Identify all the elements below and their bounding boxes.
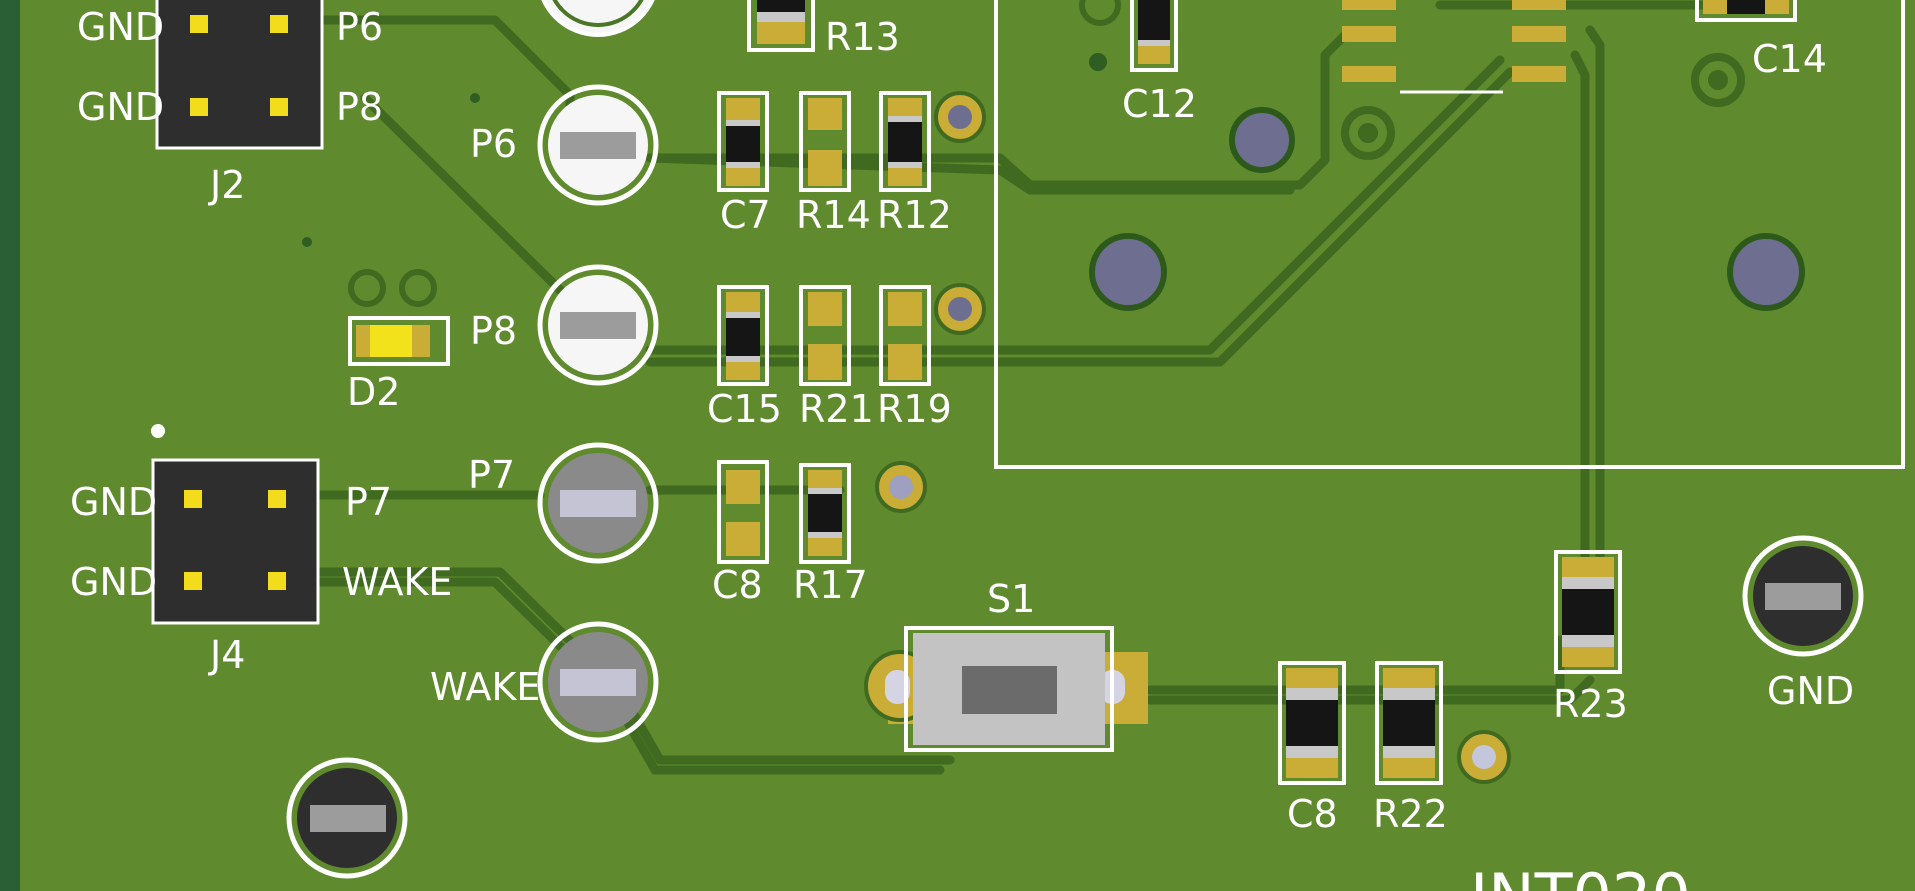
capacitor-c12: C12	[1122, 0, 1197, 126]
d2-refdes: D2	[347, 370, 400, 414]
copper-traces	[315, 0, 1715, 775]
testpoint-wake[interactable]: WAKE	[430, 621, 659, 743]
capacitor-c14: C14	[1695, 0, 1827, 81]
via-row3	[875, 461, 927, 513]
j2-p8-label: P8	[336, 85, 383, 129]
s1-refdes: S1	[987, 577, 1035, 621]
resistor-r12: R12	[877, 91, 952, 237]
c8-lower-refdes: C8	[1287, 792, 1338, 836]
j4-gnd-top-label: GND	[70, 480, 157, 524]
tp-p7-label: P7	[468, 453, 515, 497]
header-j4[interactable]: GND GND P7 WAKE J4	[70, 424, 452, 677]
header-j2[interactable]: GND GND P6 P8 J2	[77, 0, 383, 207]
module-outline	[994, 0, 1905, 469]
j4-gnd-bottom-label: GND	[70, 560, 157, 604]
j2-gnd-bottom-label: GND	[77, 85, 164, 129]
via-row1	[934, 91, 986, 143]
small-vias	[302, 53, 1107, 247]
capacitor-c8-upper: C8	[712, 460, 769, 607]
c7-refdes: C7	[720, 193, 771, 237]
c8-upper-refdes: C8	[712, 563, 763, 607]
resistor-r13: R13	[747, 0, 900, 59]
board-edge	[0, 0, 20, 891]
testpoint-p6[interactable]: P6	[470, 84, 659, 206]
testpoint-bottom-left[interactable]	[286, 757, 408, 879]
testpoint-p7[interactable]: P7	[468, 442, 659, 564]
r22-refdes: R22	[1373, 792, 1448, 836]
r19-refdes: R19	[877, 387, 952, 431]
j2-refdes: J2	[208, 163, 245, 207]
j2-gnd-top-label: GND	[77, 5, 164, 49]
via-r22	[1457, 730, 1511, 784]
j4-wake-label: WAKE	[342, 560, 452, 604]
j4-p7-label: P7	[345, 480, 392, 524]
resistor-r21: R21	[799, 285, 874, 431]
switch-s1[interactable]: S1	[864, 577, 1148, 752]
c14-refdes: C14	[1752, 37, 1827, 81]
r21-refdes: R21	[799, 387, 874, 431]
led-d2: D2	[347, 269, 450, 414]
c12-refdes: C12	[1122, 82, 1197, 126]
resistor-r19: R19	[877, 285, 952, 431]
j2-p6-label: P6	[336, 5, 383, 49]
r23-refdes: R23	[1553, 682, 1628, 726]
via-row2	[934, 283, 986, 335]
capacitor-c7: C7	[717, 91, 771, 237]
testpoint-p8[interactable]: P8	[470, 264, 659, 386]
r12-refdes: R12	[877, 193, 952, 237]
r14-refdes: R14	[796, 193, 871, 237]
tp-p8-label: P8	[470, 309, 517, 353]
tp-gnd-label: GND	[1767, 669, 1854, 713]
j4-refdes: J4	[208, 633, 245, 677]
resistor-r23: R23	[1553, 550, 1628, 726]
testpoint-gnd[interactable]: GND	[1742, 535, 1864, 713]
tp-wake-label: WAKE	[430, 665, 540, 709]
r17-refdes: R17	[793, 563, 868, 607]
capacitor-c8-lower: C8	[1278, 661, 1346, 836]
resistor-r22: R22	[1373, 661, 1448, 836]
resistor-r17: R17	[793, 463, 868, 607]
board-name-label: INT020	[1470, 860, 1691, 891]
testpoint-top-partial[interactable]	[538, 0, 658, 37]
c15-refdes: C15	[707, 387, 782, 431]
tp-p6-label: P6	[470, 122, 517, 166]
r13-refdes: R13	[825, 15, 900, 59]
capacitor-c15: C15	[707, 285, 782, 431]
resistor-r14: R14	[796, 91, 871, 237]
